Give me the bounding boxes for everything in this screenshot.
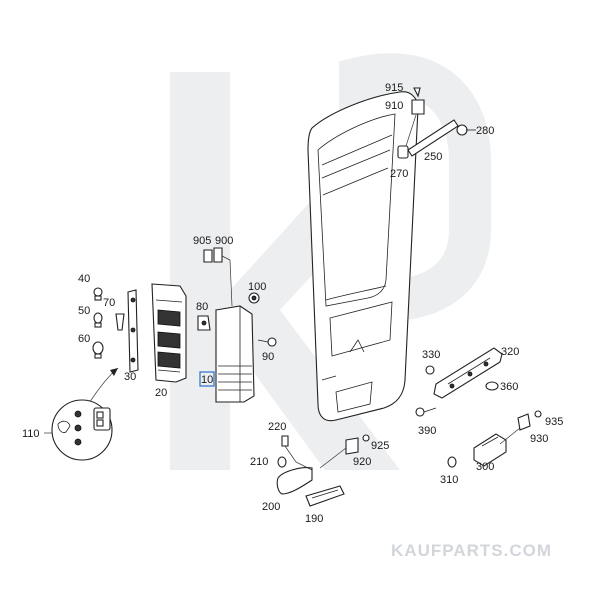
label-40: 40 bbox=[78, 273, 90, 285]
label-70: 70 bbox=[103, 297, 115, 309]
bulb-310 bbox=[447, 456, 457, 468]
lamp-300 bbox=[473, 433, 507, 467]
cover-190 bbox=[305, 485, 345, 507]
label-110: 110 bbox=[22, 428, 40, 440]
label-310: 310 bbox=[440, 474, 458, 486]
label-270: 270 bbox=[390, 168, 408, 180]
label-930: 930 bbox=[530, 433, 548, 445]
screw-390 bbox=[415, 407, 437, 417]
label-900: 900 bbox=[215, 235, 233, 247]
nut-330 bbox=[425, 365, 435, 375]
screw-90 bbox=[257, 337, 277, 347]
socket-900 bbox=[203, 247, 223, 263]
label-50: 50 bbox=[78, 305, 90, 317]
label-280: 280 bbox=[476, 125, 494, 137]
label-915: 915 bbox=[385, 82, 403, 94]
label-250: 250 bbox=[424, 151, 442, 163]
label-190: 190 bbox=[305, 513, 323, 525]
grommet-360 bbox=[485, 381, 499, 391]
socket-930 bbox=[499, 410, 542, 445]
highlight-box-10 bbox=[199, 371, 215, 387]
bulb-40 bbox=[93, 287, 103, 301]
gas-strut-assembly bbox=[397, 87, 476, 159]
label-20: 20 bbox=[155, 387, 167, 399]
label-905: 905 bbox=[193, 235, 211, 247]
tail-lamp-left bbox=[151, 283, 187, 383]
tail-lamp-right bbox=[215, 305, 255, 403]
lamp-carrier-30 bbox=[127, 289, 139, 373]
label-300: 300 bbox=[476, 461, 494, 473]
clip-80 bbox=[197, 315, 211, 331]
label-320: 320 bbox=[501, 346, 519, 358]
rear-door bbox=[307, 91, 419, 422]
label-80: 80 bbox=[196, 301, 208, 313]
lamp-200 bbox=[276, 467, 313, 495]
label-100: 100 bbox=[248, 281, 266, 293]
bulb-70 bbox=[115, 313, 125, 331]
label-200: 200 bbox=[262, 501, 280, 513]
label-210: 210 bbox=[250, 456, 268, 468]
handle-320 bbox=[433, 347, 503, 399]
detail-circle-110 bbox=[51, 399, 113, 461]
label-935: 935 bbox=[545, 416, 563, 428]
label-925: 925 bbox=[371, 440, 389, 452]
label-330: 330 bbox=[422, 349, 440, 361]
label-10: 10 bbox=[201, 374, 213, 386]
bulb-210 bbox=[277, 456, 287, 468]
socket-920 bbox=[319, 434, 370, 469]
label-920: 920 bbox=[353, 456, 371, 468]
arrow-icon bbox=[110, 368, 118, 376]
nut-100 bbox=[248, 292, 260, 304]
label-220: 220 bbox=[268, 421, 286, 433]
bulb-50 bbox=[93, 312, 103, 328]
label-30: 30 bbox=[124, 371, 136, 383]
watermark-text: KAUFPARTS.COM bbox=[391, 541, 552, 560]
label-910: 910 bbox=[385, 100, 403, 112]
label-90: 90 bbox=[262, 351, 274, 363]
bulb-60 bbox=[92, 341, 104, 359]
label-360: 360 bbox=[500, 381, 518, 393]
label-60: 60 bbox=[78, 333, 90, 345]
label-390: 390 bbox=[418, 425, 436, 437]
connector-220 bbox=[281, 435, 313, 471]
